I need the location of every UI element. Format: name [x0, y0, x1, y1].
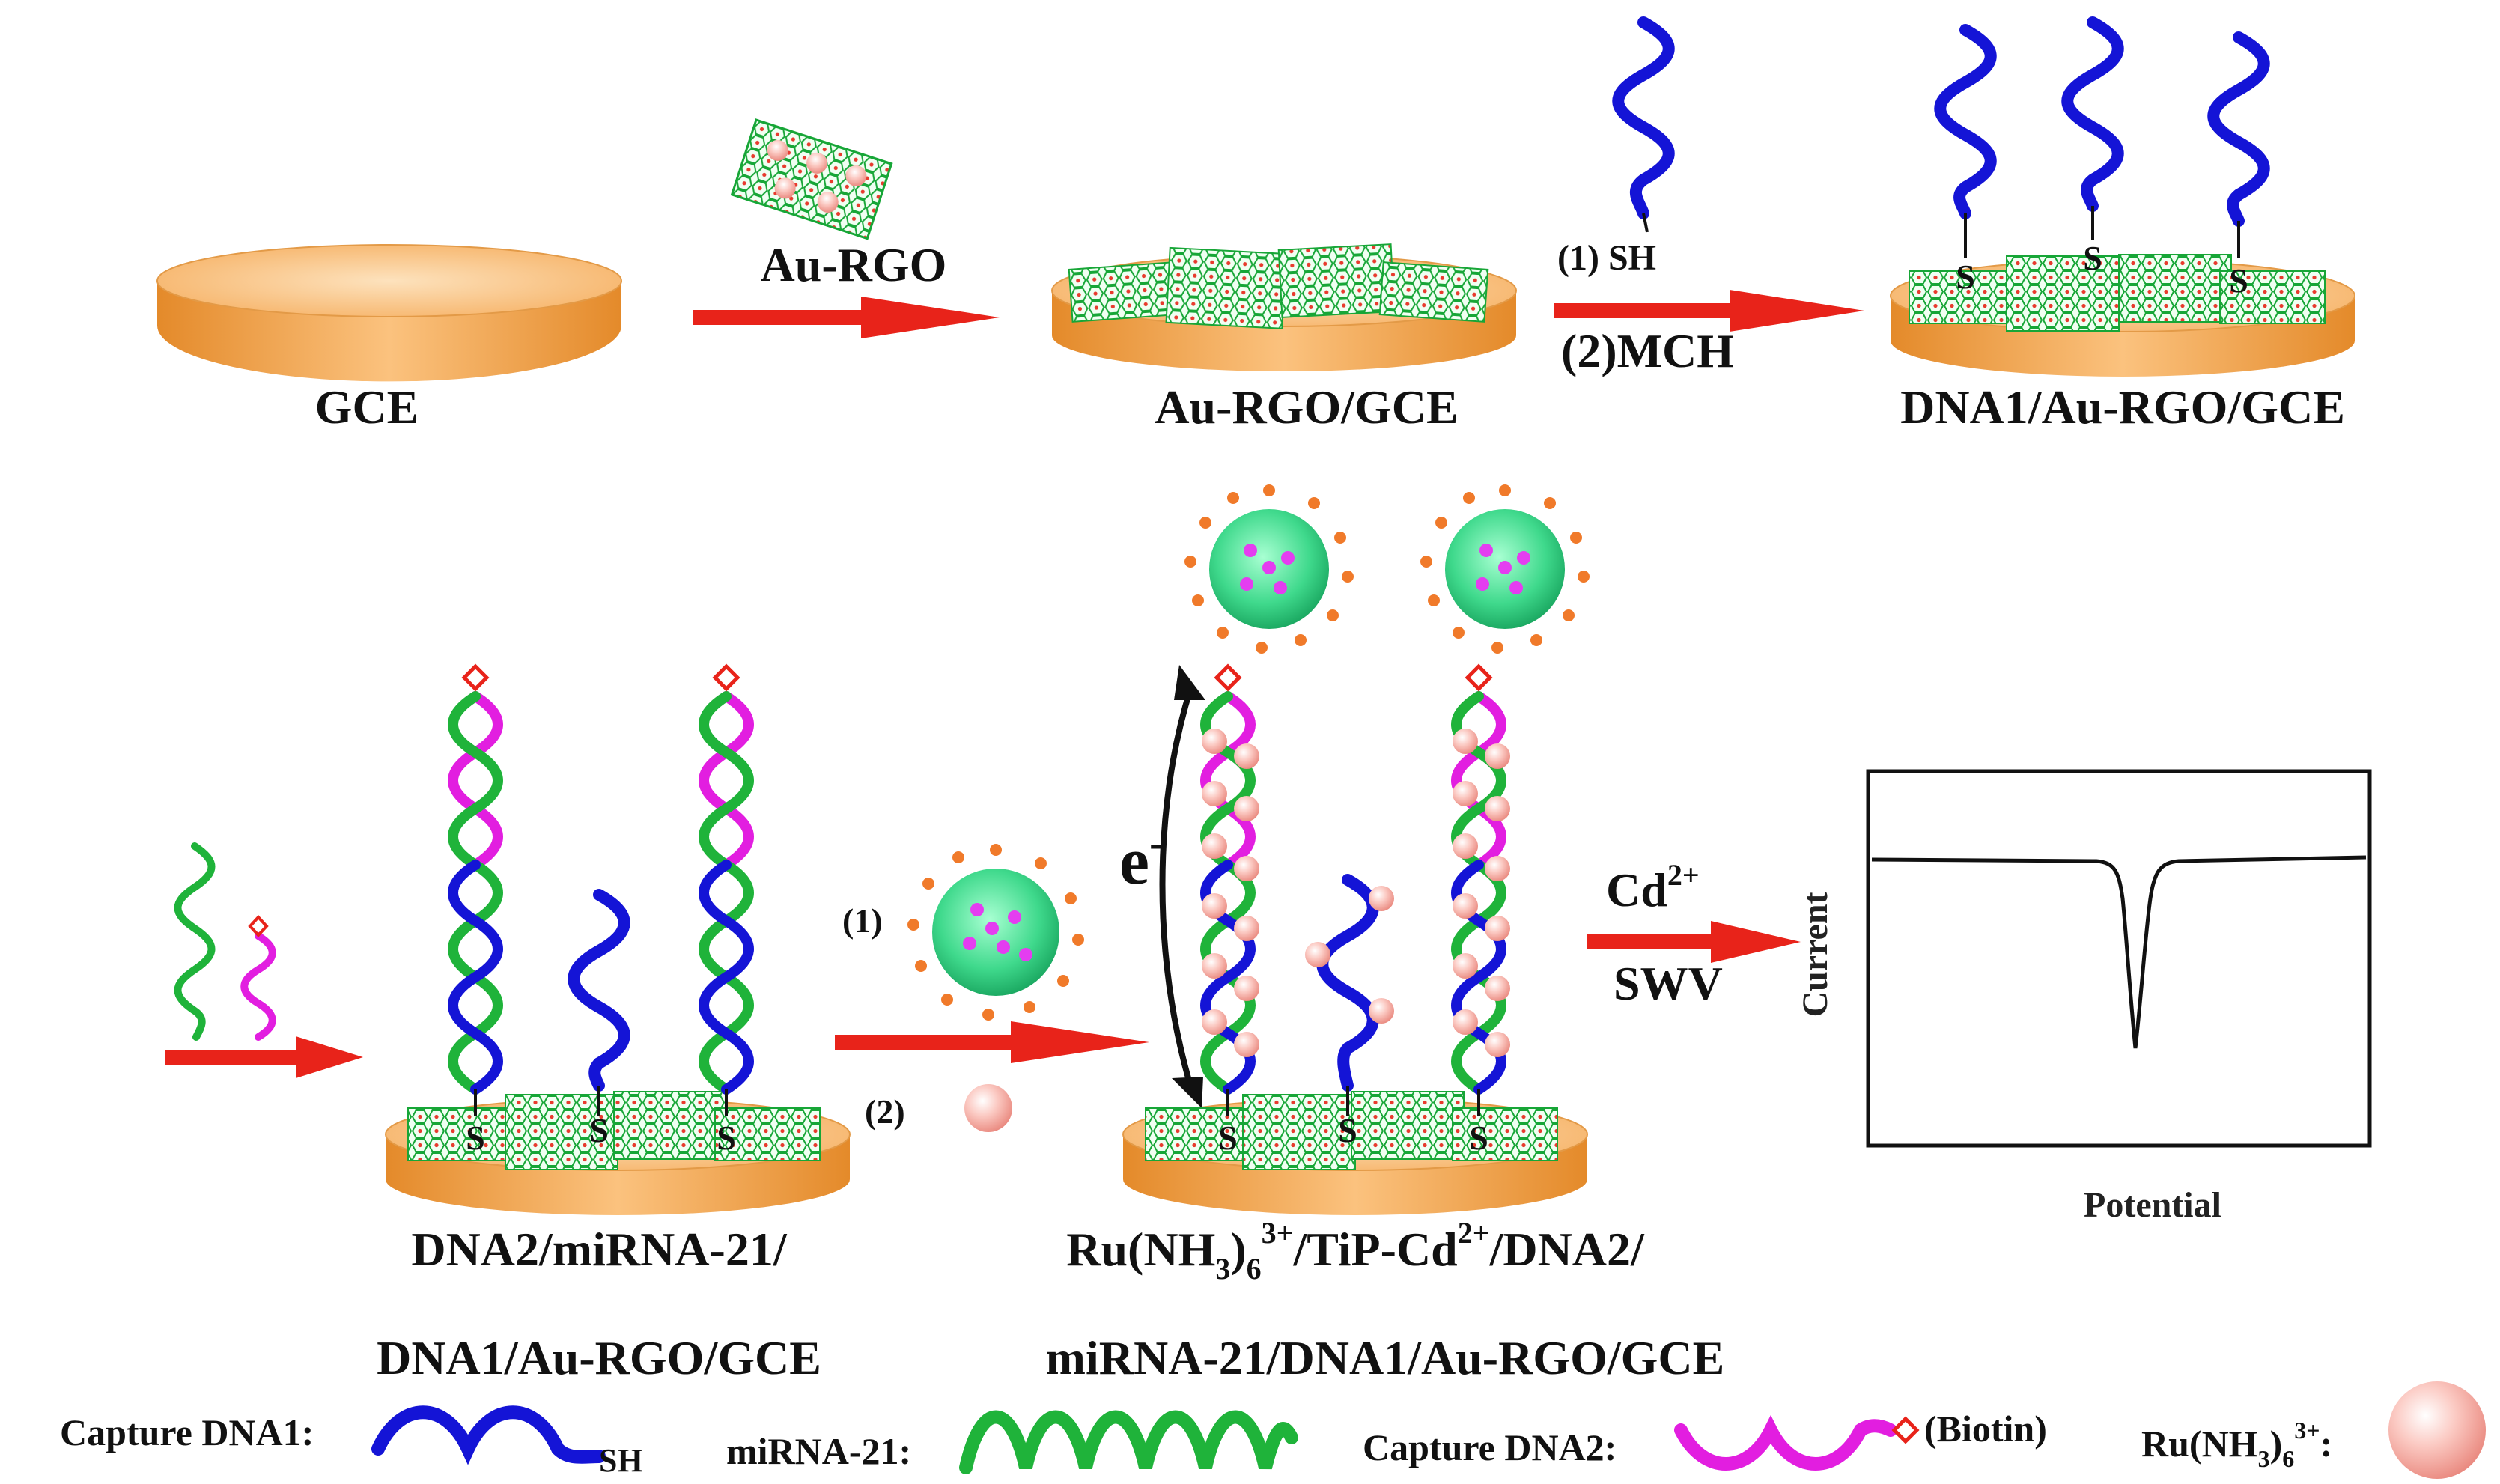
- label-step-2: (2): [865, 1092, 905, 1131]
- sulfur-label: S: [2229, 261, 2248, 299]
- dna1-probe-unbound: [568, 889, 630, 1092]
- label-ru-line2: miRNA-21/DNA1/Au-RGO/GCE: [1046, 1331, 1725, 1384]
- label-ru-line1: Ru(NH3)63+/TiP-Cd2+/DNA2/: [1066, 1216, 1645, 1286]
- legend-ru-label: Ru(NH3)63+:: [2141, 1417, 2332, 1472]
- label-step-1: (1): [842, 901, 883, 940]
- arrow-step-2: [1554, 290, 1864, 332]
- swv-plot: [1866, 769, 2372, 1148]
- label-step1-sh: (1) SH: [1557, 238, 1656, 278]
- arrow-step-5: [1587, 921, 1801, 963]
- legend-dna2-icon: [1674, 1414, 1897, 1471]
- dna1-probe-with-ru: [1305, 874, 1394, 1092]
- sulfur-label: S: [717, 1119, 736, 1157]
- duplex-helix-left: [448, 691, 503, 1095]
- tip-cd-nanoparticle-left: [1184, 484, 1354, 654]
- sulfur-label: S: [1956, 258, 1975, 296]
- legend-capture-dna2-label: Capture DNA2:: [1363, 1426, 1617, 1468]
- sulfur-label: S: [466, 1119, 485, 1157]
- dna2-mirna-electrode: [385, 1091, 851, 1215]
- arrow-step-4: [835, 1021, 1149, 1063]
- dna2-strand-icon: [240, 932, 276, 1041]
- ru-bound-left: [1202, 729, 1259, 1057]
- plot-y-axis-label: Current: [1795, 892, 1835, 1017]
- au-rgo-sheet-icon: [730, 118, 893, 240]
- label-electron-sup: -: [1149, 818, 1164, 867]
- dna1-au-rgo-gce-electrode: [1890, 254, 2355, 377]
- sulfur-label: S: [1338, 1111, 1357, 1149]
- plot-x-axis-label: Potential: [2084, 1185, 2221, 1225]
- label-gce: GCE: [315, 380, 419, 434]
- mirna-strand-icon: [174, 842, 216, 1041]
- swv-peak-curve: [1871, 855, 2367, 1049]
- label-step2-mch: (2)MCH: [1561, 324, 1734, 377]
- au-rgo-gce-electrode: [1051, 243, 1517, 371]
- sulfur-label: S: [1469, 1119, 1488, 1157]
- legend-sh-label: SH: [599, 1442, 643, 1479]
- arrow-step-3: [165, 1036, 363, 1078]
- tip-cd-nanoparticle-icon: [907, 844, 1084, 1021]
- ru-complex-icon: [964, 1084, 1012, 1132]
- gce-electrode: [156, 244, 622, 382]
- sulfur-label: S: [589, 1111, 609, 1149]
- ru-tip-electrode: [1122, 1091, 1588, 1215]
- sulfur-label: S: [1218, 1119, 1238, 1157]
- legend-capture-dna1-label: Capture DNA1:: [60, 1411, 314, 1453]
- legend-ru-icon: [2388, 1381, 2486, 1479]
- label-au-rgo-gce: Au-RGO/GCE: [1155, 380, 1458, 434]
- svg-text:e-: e-: [1119, 818, 1164, 898]
- legend-mirna-icon: [959, 1410, 1298, 1474]
- dna1-probes-row1: [1934, 16, 2270, 227]
- sulfur-label: S: [2083, 239, 2102, 277]
- tip-cd-nanoparticle-right: [1420, 484, 1590, 654]
- label-electron: e: [1119, 824, 1149, 898]
- label-swv: SWV: [1614, 957, 1723, 1010]
- electron-transfer-arrow: [1159, 687, 1193, 1087]
- ru-bound-right: [1453, 729, 1510, 1057]
- arrow-step-1: [693, 297, 1000, 338]
- label-dna2-line2: DNA1/Au-RGO/GCE: [377, 1331, 821, 1384]
- legend-mirna-label: miRNA-21:: [726, 1430, 911, 1472]
- biotin-icon: [248, 915, 269, 937]
- label-cd: Cd2+: [1606, 858, 1700, 916]
- label-au-rgo: Au-RGO: [761, 238, 947, 291]
- label-dna2-line1: DNA2/miRNA-21/: [411, 1223, 788, 1276]
- label-dna1-au-rgo-gce: DNA1/Au-RGO/GCE: [1900, 380, 2345, 434]
- legend-biotin-label: (Biotin): [1924, 1408, 2047, 1450]
- legend-dna1-icon: [371, 1405, 606, 1465]
- duplex-helix-right: [699, 691, 754, 1095]
- legend-biotin-icon: [1891, 1416, 1920, 1444]
- dna1-thiol-strand: [1612, 16, 1675, 219]
